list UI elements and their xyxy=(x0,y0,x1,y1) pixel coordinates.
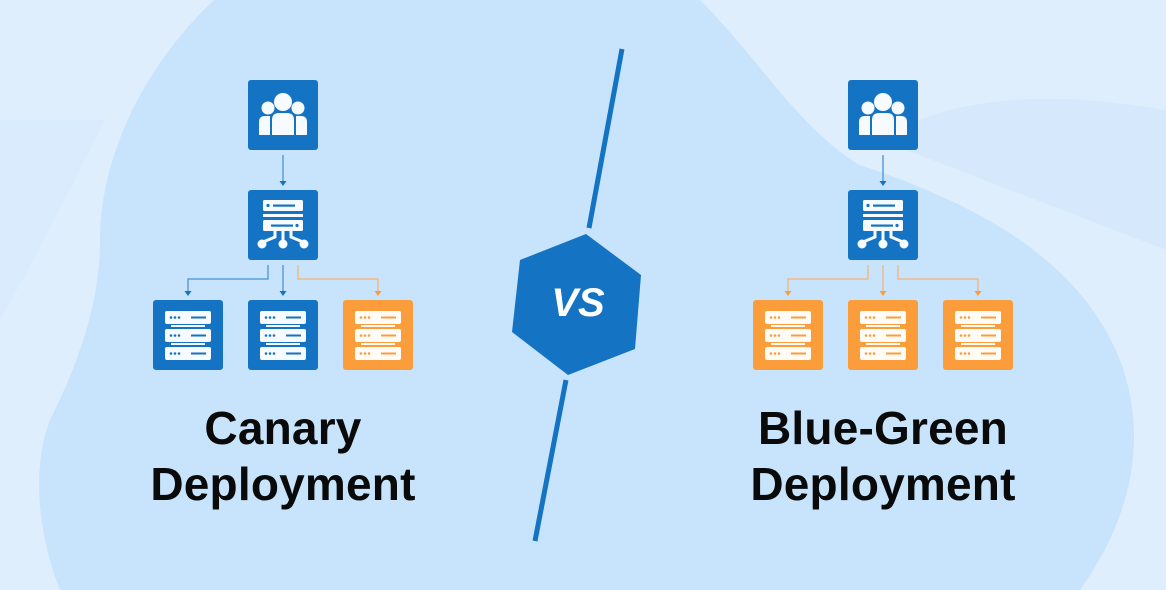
canary-title-line2: Deployment xyxy=(150,458,416,510)
load-balancer-node xyxy=(248,190,318,260)
blue-green-title-line2: Deployment xyxy=(750,458,1016,510)
server-rack-icon xyxy=(765,311,811,360)
users-group-icon xyxy=(859,93,907,135)
server-node-canary xyxy=(343,300,413,370)
load-balancer-node xyxy=(848,190,918,260)
blue-green-title-line1: Blue-Green xyxy=(758,402,1008,454)
users-node xyxy=(248,80,318,150)
vs-label: VS xyxy=(551,281,605,325)
server-node-1 xyxy=(753,300,823,370)
load-balancer-icon xyxy=(257,200,309,249)
load-balancer-icon xyxy=(857,200,909,249)
server-node-2 xyxy=(248,300,318,370)
blue-green-title: Blue-Green Deployment xyxy=(703,400,1063,512)
server-node-2 xyxy=(848,300,918,370)
users-group-icon xyxy=(259,93,307,135)
server-node-1 xyxy=(153,300,223,370)
server-rack-icon xyxy=(860,311,906,360)
server-rack-icon xyxy=(260,311,306,360)
server-node-3 xyxy=(943,300,1013,370)
server-rack-icon xyxy=(355,311,401,360)
server-rack-icon xyxy=(165,311,211,360)
canary-title: Canary Deployment xyxy=(103,400,463,512)
canary-title-line1: Canary xyxy=(204,402,362,454)
users-node xyxy=(848,80,918,150)
server-rack-icon xyxy=(955,311,1001,360)
